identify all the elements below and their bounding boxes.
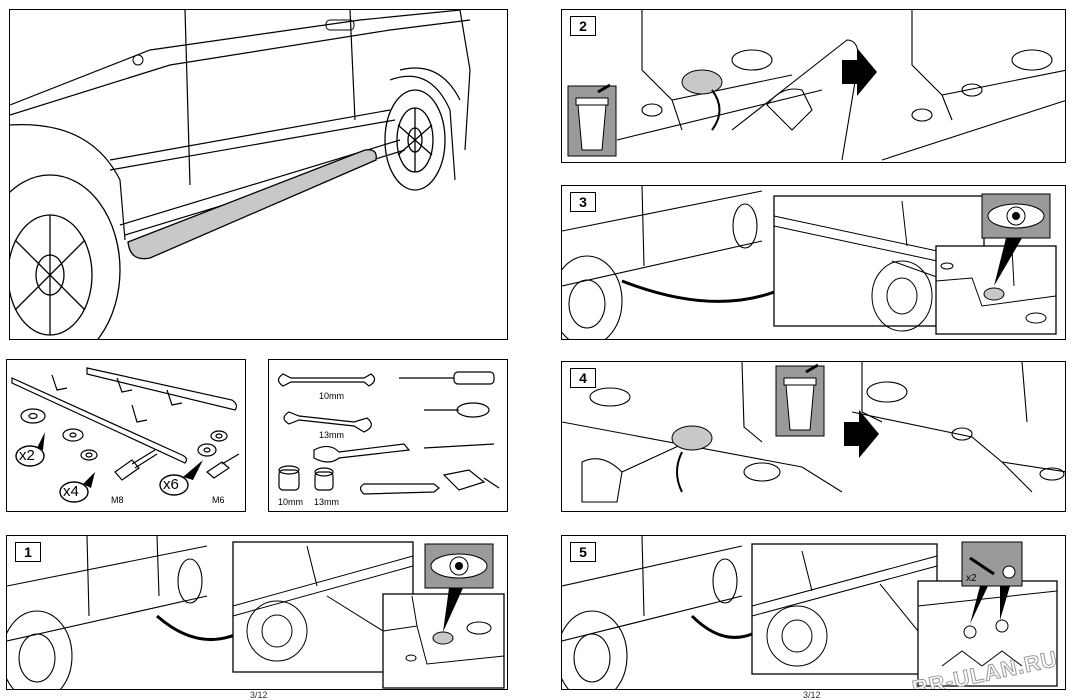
apply-spot-highlight <box>671 425 713 451</box>
trash-bin-icon <box>575 83 611 151</box>
page-number-right: 3/12 <box>803 690 821 700</box>
step-3-number: 3 <box>570 192 596 212</box>
parts-panel: x2 x4 x6 M8 M6 <box>6 359 246 512</box>
step-5-panel: 5 <box>561 535 1066 690</box>
tools-illustration <box>277 371 500 495</box>
step-5-qty-label: x2 <box>966 573 977 584</box>
step-3-illustration <box>562 186 1057 339</box>
step-1-panel: 1 <box>6 535 508 690</box>
parts-illustration <box>11 367 240 503</box>
degrease-spot-highlight <box>681 69 723 95</box>
socket-13mm-label: 13mm <box>314 497 340 507</box>
step-4-panel: 4 <box>561 361 1066 512</box>
bolt-m8-label: M8 <box>111 495 124 505</box>
page-number-left: 3/12 <box>250 690 268 700</box>
sidestep-highlight <box>127 149 377 260</box>
bolt-m6-label: M6 <box>212 495 225 505</box>
step-3-panel: 3 <box>561 185 1066 340</box>
qty-washer-label: x2 <box>19 447 35 464</box>
eye-icon <box>987 203 1045 229</box>
qty-bolt-m8-label: x4 <box>63 483 79 500</box>
step-2-illustration <box>567 10 1065 161</box>
step-1-number: 1 <box>15 542 41 562</box>
tools-panel: 10mm 13mm 10mm 13mm <box>268 359 508 512</box>
bolt-washer-icon <box>961 541 1023 587</box>
wrench-13mm-label: 13mm <box>319 430 345 440</box>
qty-bolt-m6-label: x6 <box>163 476 179 493</box>
next-arrow-icon <box>842 48 877 96</box>
step-1-illustration <box>7 536 505 689</box>
wrench-10mm-label: 10mm <box>319 391 345 401</box>
car-side-illustration <box>10 10 471 339</box>
step-2-panel: 2 <box>561 9 1066 163</box>
eye-icon <box>430 553 488 579</box>
socket-10mm-label: 10mm <box>278 497 304 507</box>
mark-spot-highlight <box>983 287 1005 301</box>
mark-spot-highlight <box>432 631 454 645</box>
step-4-illustration <box>562 362 1065 503</box>
next-arrow-icon <box>844 410 879 458</box>
step-5-illustration <box>562 536 1058 689</box>
step-4-number: 4 <box>570 368 596 388</box>
hero-illustration-panel <box>9 9 508 340</box>
trash-bin-icon <box>783 363 819 431</box>
step-2-number: 2 <box>570 16 596 36</box>
step-5-number: 5 <box>570 542 596 562</box>
